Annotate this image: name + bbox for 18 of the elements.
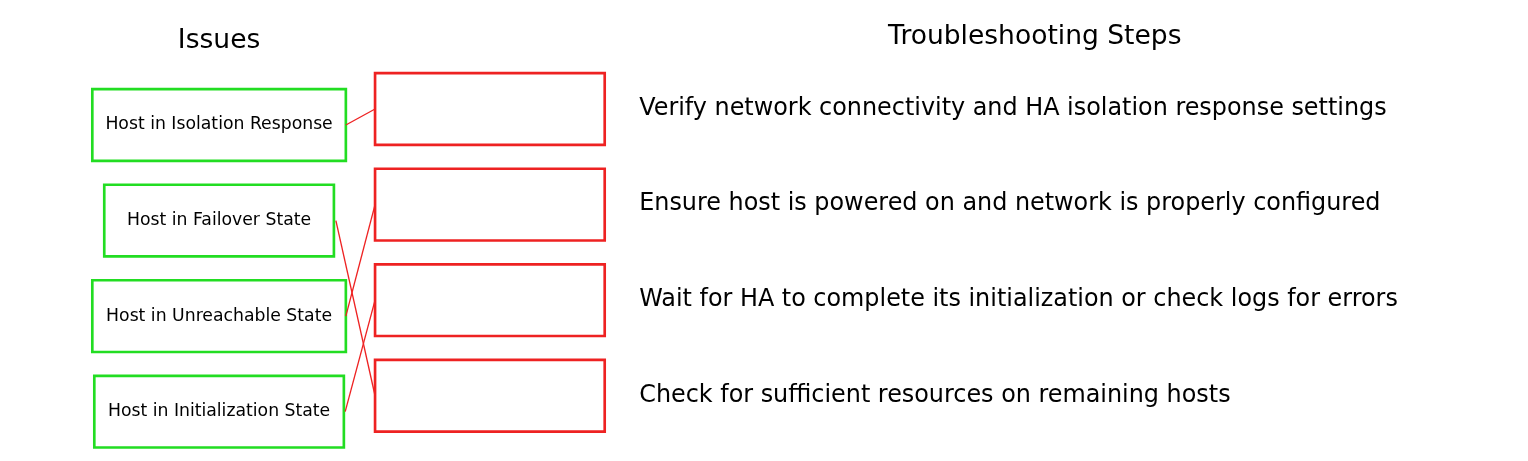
node-label: Check for sufficient resources on remaining hosts [639,379,1231,408]
node-box [373,263,607,338]
node-box [373,358,607,433]
connector [344,299,376,413]
node-label: Verify network connectivity and HA isolation response settings [639,92,1387,121]
node-box [373,167,607,242]
node-box: Host in Unreachable State [91,278,348,354]
node-label: Wait for HA to complete its initialization or check logs for errors [639,284,1398,313]
node-box: Host in Isolation Response [91,87,348,163]
label: Troubleshooting Steps [888,18,1182,50]
connector [335,219,376,397]
node-label: Ensure host is powered on and network is properly configured [639,188,1381,217]
connector [345,203,376,317]
connector [345,108,376,126]
node-box: Host in Initialization State [92,374,346,449]
label: Issues [177,22,261,54]
node-box: Host in Failover State [102,183,336,258]
node-box [373,71,607,147]
